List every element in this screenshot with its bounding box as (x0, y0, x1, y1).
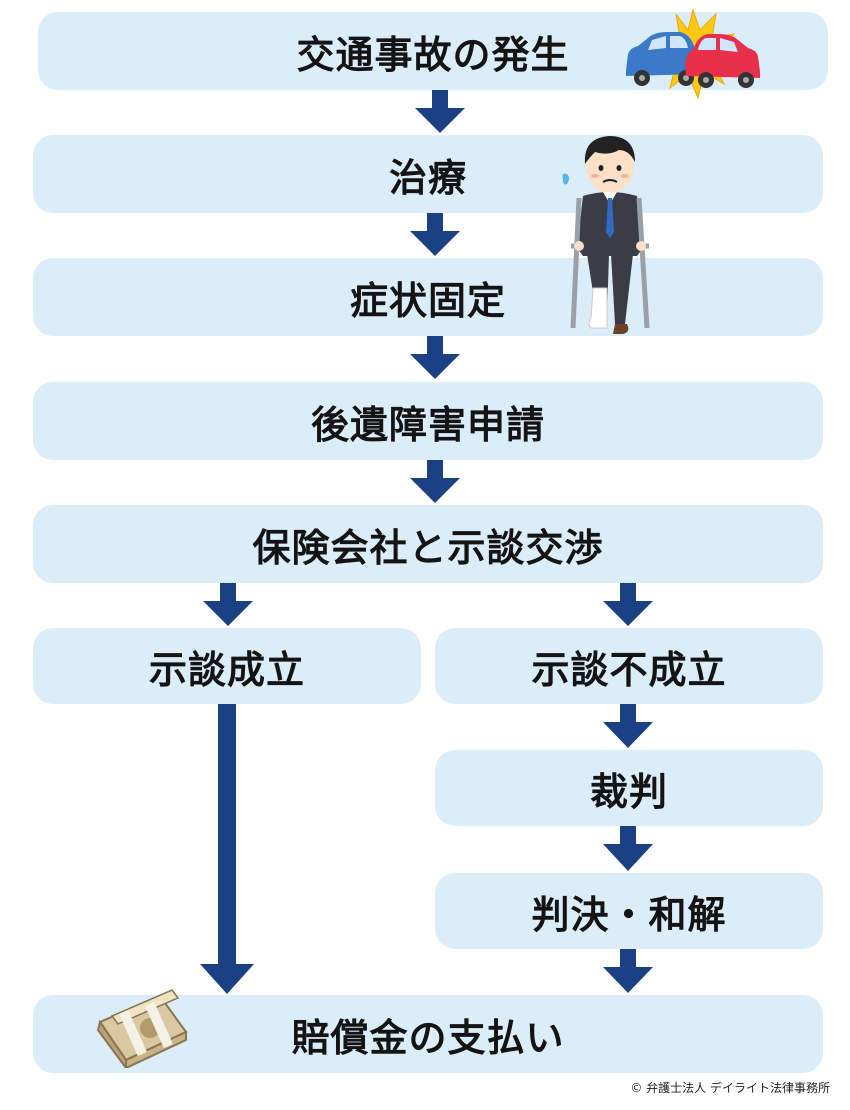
step-not-settled: 示談不成立 (435, 628, 823, 704)
arrow-down-icon (410, 336, 460, 379)
arrow-down-icon (410, 213, 460, 256)
step-symptom-fixed-label: 症状固定 (349, 278, 506, 323)
step-judgment: 判決・和解 (435, 873, 823, 949)
arrow-down-icon (603, 949, 653, 993)
step-judgment-label: 判決・和解 (531, 892, 727, 937)
arrow-down-icon (203, 583, 253, 626)
step-symptom-fixed: 症状固定 (33, 258, 823, 336)
step-not-settled-label: 示談不成立 (531, 647, 727, 692)
injured-man-crutches-icon (562, 136, 650, 334)
copyright-notice: © 弁護士法人 デイライト法律事務所 (630, 1081, 830, 1095)
arrow-down-icon (603, 826, 653, 871)
step-application: 後遺障害申請 (33, 382, 823, 460)
step-treatment: 治療 (33, 135, 823, 213)
car-crash-icon (626, 8, 760, 100)
step-negotiation-label: 保険会社と示談交渉 (252, 525, 604, 570)
step-payment-label: 賠償金の支払い (291, 1015, 565, 1060)
step-settled: 示談成立 (33, 628, 421, 704)
step-treatment-label: 治療 (388, 155, 467, 200)
step-negotiation: 保険会社と示談交渉 (33, 505, 823, 583)
step-accident-label: 交通事故の発生 (296, 32, 570, 77)
arrow-down-icon (603, 583, 653, 626)
step-trial-label: 裁判 (589, 769, 668, 814)
arrow-down-icon (415, 90, 465, 133)
arrow-down-icon (603, 704, 653, 748)
long-arrow-down-icon (200, 704, 254, 994)
arrow-down-icon (410, 460, 460, 503)
step-settled-label: 示談成立 (148, 647, 305, 692)
step-trial: 裁判 (435, 750, 823, 826)
money-bundle-icon (96, 989, 188, 1068)
step-application-label: 後遺障害申請 (310, 402, 545, 447)
